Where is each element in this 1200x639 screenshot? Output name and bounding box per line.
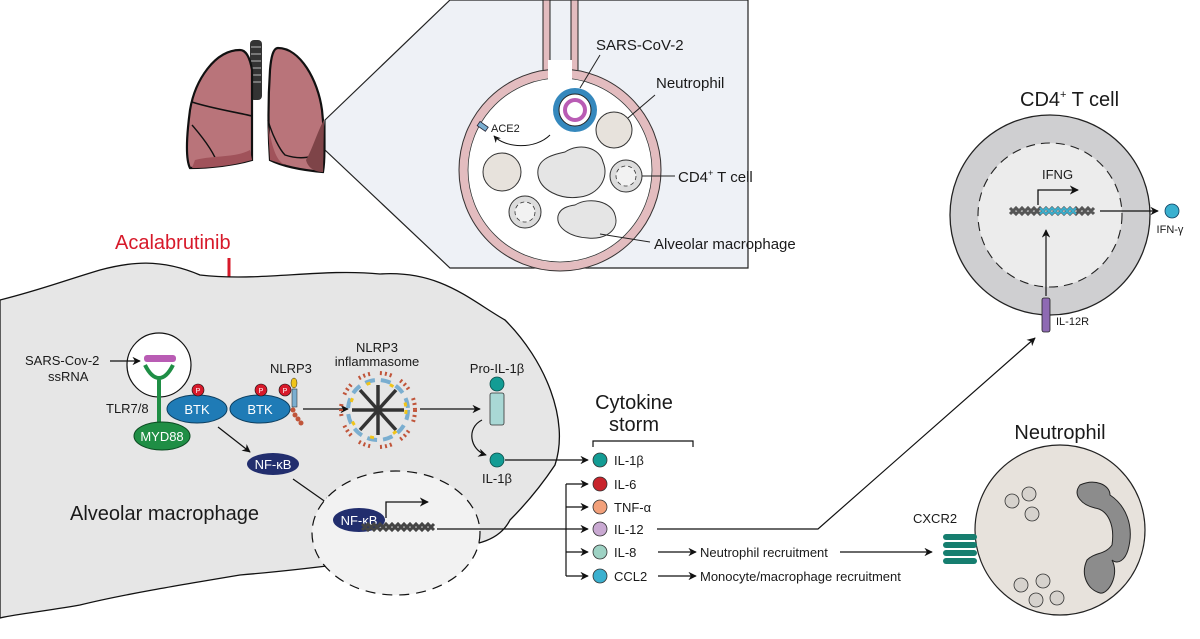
ssrna-label-line2: ssRNA	[48, 369, 89, 384]
airway-right	[570, 0, 579, 75]
inflammasome-label-line1: NLRP3	[356, 340, 398, 355]
neutrophil-title: Neutrophil	[1014, 422, 1105, 444]
virus-particle	[553, 88, 597, 132]
macrophage-cell-body	[0, 262, 561, 619]
cytokine-label: TNF-α	[614, 500, 652, 515]
tlr-label: TLR7/8	[106, 401, 149, 416]
nlrp3-label: NLRP3	[270, 361, 312, 376]
btk-label-1: BTK	[184, 402, 210, 417]
il12r-label: IL-12R	[1056, 316, 1089, 328]
dna-helix	[360, 521, 436, 533]
cytokine-label: CCL2	[614, 569, 647, 584]
pro-il1b-label: Pro-IL-1β	[470, 361, 524, 376]
alveolar-macrophage-label: Alveolar macrophage	[654, 236, 796, 253]
ifng-gene-label: IFNG	[1042, 167, 1073, 182]
cytokine-bracket	[592, 440, 694, 447]
cytokine-dot	[592, 452, 608, 468]
pro-il1b-head	[489, 376, 505, 392]
myd88-label: MYD88	[140, 429, 183, 444]
macrophage-label: Alveolar macrophage	[70, 503, 259, 525]
cytokine-dot	[592, 476, 608, 492]
lungs-illustration	[185, 40, 326, 174]
cytokine-storm-title-1: Cytokine	[595, 392, 673, 414]
cytokine-storm-title-2: storm	[609, 414, 659, 436]
inflammasome-label-line2: inflammasome	[335, 354, 420, 369]
nlrp3-protein	[290, 377, 304, 426]
neutrophil-nucleus	[1076, 481, 1131, 594]
cytokine-label: IL-1β	[614, 453, 644, 468]
btk-label-2: BTK	[247, 402, 273, 417]
nucleus	[311, 470, 481, 596]
tcell-nucleus	[977, 142, 1123, 288]
cytokine-label: IL-6	[614, 477, 636, 492]
pro-il1b-body	[489, 392, 505, 426]
cytokine-label: IL-8	[614, 545, 636, 560]
alveolar-macrophage-cell	[557, 200, 617, 239]
ace2-receptor	[476, 120, 489, 132]
tcell-title: CD4+ T cell	[1020, 89, 1119, 111]
ifn-gamma-label: IFN-γ	[1157, 224, 1184, 236]
phospho-badge-3	[278, 383, 292, 397]
alveolar-neutrophil-2	[482, 152, 522, 192]
il1b-mature	[489, 452, 505, 468]
il8-effect-label: Neutrophil recruitment	[700, 545, 828, 560]
svg-text:P: P	[283, 388, 288, 395]
nfkb-cytoplasmic	[247, 453, 299, 475]
nfkb-label: NF-κB	[255, 457, 292, 472]
neutrophil-granules	[1004, 486, 1065, 608]
svg-text:P: P	[196, 388, 201, 395]
acalabrutinib-label: Acalabrutinib	[115, 232, 231, 254]
myd88-protein	[133, 421, 191, 451]
cd4-tcell-label: CD4+ T cell	[678, 168, 753, 186]
right-lung	[267, 46, 326, 174]
alveolus: ACE2 SARS-CoV-2 Neutrophil CD4+ T cell A…	[458, 0, 796, 272]
il1b-label: IL-1β	[482, 471, 512, 486]
cytokine-dot	[592, 544, 608, 560]
cxcr2-receptor	[943, 534, 977, 564]
svg-text:P: P	[259, 388, 264, 395]
alveolar-neutrophil	[595, 111, 633, 149]
cytokine-label: IL-12	[614, 522, 644, 537]
neutrophil-label: Neutrophil	[656, 75, 724, 92]
cytokine-dot	[592, 568, 608, 584]
ifn-gamma-molecule	[1164, 203, 1180, 219]
ccl2-effect-label: Monocyte/macrophage recruitment	[700, 569, 901, 584]
nlrp3-inflammasome	[339, 371, 417, 449]
ssrna	[144, 355, 176, 362]
ssrna-label-line1: SARS-Cov-2	[25, 353, 99, 368]
il12r-receptor	[1041, 297, 1051, 333]
ace2-label: ACE2	[491, 123, 520, 135]
cytokine-dot	[592, 499, 608, 515]
sars-cov-2-label: SARS-CoV-2	[596, 37, 684, 54]
phospho-badge-2	[254, 383, 268, 397]
cxcr2-label: CXCR2	[913, 511, 957, 526]
tlr7-8	[143, 364, 175, 425]
cytokine-dot	[592, 521, 608, 537]
phospho-badge-1	[191, 383, 205, 397]
